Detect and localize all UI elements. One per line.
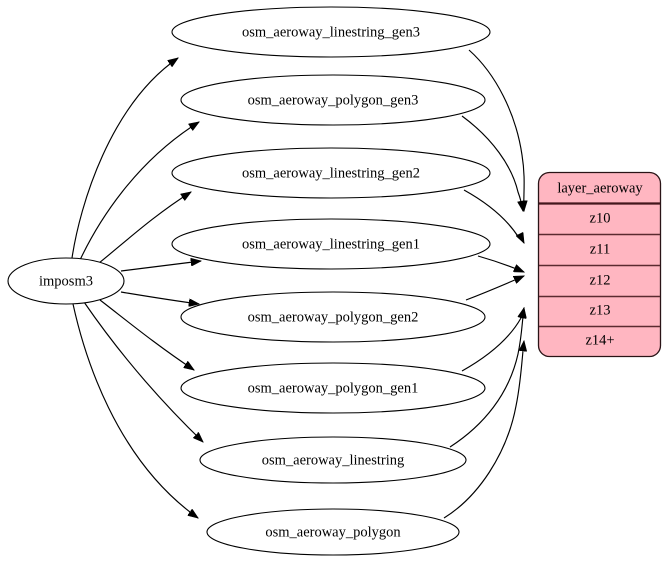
node-layer_aeroway[interactable]: layer_aeroway z10 z11 z12 z13 z14+ [537,171,662,358]
node-osm_aeroway_polygon_gen2[interactable]: osm_aeroway_polygon_gen2 [180,291,486,343]
layer-row-z12[interactable]: z12 [590,272,611,288]
table-ellipse[interactable] [180,362,486,414]
table-ellipse[interactable] [206,508,460,556]
edge-osm_aeroway_linestring-to-z13 [449,308,524,448]
table-ellipse[interactable] [171,147,491,199]
edge-imposm3-to-osm_aeroway_linestring_gen3 [71,58,178,259]
edge-imposm3-to-osm_aeroway_polygon [72,303,198,518]
node-osm_aeroway_linestring_gen2[interactable]: osm_aeroway_linestring_gen2 [171,147,491,199]
table-ellipse[interactable] [171,218,491,270]
edge-imposm3-to-osm_aeroway_linestring [83,301,203,442]
node-osm_aeroway_linestring_gen3[interactable]: osm_aeroway_linestring_gen3 [171,6,491,58]
table-ellipse-label: osm_aeroway_linestring_gen3 [242,24,420,40]
imposm3-label: imposm3 [39,273,93,289]
edge-imposm3-to-osm_aeroway_linestring_gen1 [120,261,201,272]
edge-imposm3-to-osm_aeroway_polygon_gen3 [79,122,199,261]
layer-row-z10[interactable]: z10 [590,210,611,226]
table-ellipse-label: osm_aeroway_linestring_gen1 [242,236,420,252]
node-osm_aeroway_polygon_gen1[interactable]: osm_aeroway_polygon_gen1 [180,362,486,414]
table-ellipse-label: osm_aeroway_linestring_gen2 [242,165,420,181]
edge-osm_aeroway_polygon_gen2-to-z12 [465,275,524,301]
table-ellipse-label: osm_aeroway_polygon [265,524,401,540]
imposm3-ellipse[interactable] [7,257,125,305]
table-ellipse[interactable] [180,74,486,126]
layer-row-z13[interactable]: z13 [590,302,611,318]
layer-aeroway-body[interactable] [537,171,662,358]
table-ellipse[interactable] [199,436,467,484]
table-ellipse-label: osm_aeroway_linestring [262,452,405,468]
layer-row-z14plus[interactable]: z14+ [585,332,614,348]
node-osm_aeroway_linestring[interactable]: osm_aeroway_linestring [199,436,467,484]
edge-imposm3-to-osm_aeroway_polygon_gen2 [120,291,199,304]
edge-osm_aeroway_polygon_gen3-to-z10 [461,115,523,211]
node-osm_aeroway_linestring_gen1[interactable]: osm_aeroway_linestring_gen1 [171,218,491,270]
edges-to-layer [443,49,525,519]
edge-osm_aeroway_linestring_gen2-to-z11 [463,189,525,243]
node-osm_aeroway_polygon[interactable]: osm_aeroway_polygon [206,508,460,556]
edges-from-source [71,58,203,518]
node-imposm3[interactable]: imposm3 [7,257,125,305]
node-osm_aeroway_polygon_gen3[interactable]: osm_aeroway_polygon_gen3 [180,74,486,126]
table-ellipse[interactable] [171,6,491,58]
edge-osm_aeroway_linestring_gen1-to-z12 [477,255,524,273]
table-ellipse-label: osm_aeroway_polygon_gen2 [248,309,419,325]
edge-osm_aeroway_polygon-to-z14plus [443,341,524,519]
table-ellipse-label: osm_aeroway_polygon_gen3 [248,92,419,108]
layer-row-z11[interactable]: z11 [590,241,610,257]
table-ellipse[interactable] [180,291,486,343]
edge-osm_aeroway_linestring_gen3-to-z10 [468,49,524,211]
table-ellipse-label: osm_aeroway_polygon_gen1 [248,380,419,396]
edge-imposm3-to-osm_aeroway_polygon_gen1 [99,299,194,370]
layer-aeroway-header: layer_aeroway [557,180,643,196]
edge-imposm3-to-osm_aeroway_linestring_gen2 [98,192,191,264]
